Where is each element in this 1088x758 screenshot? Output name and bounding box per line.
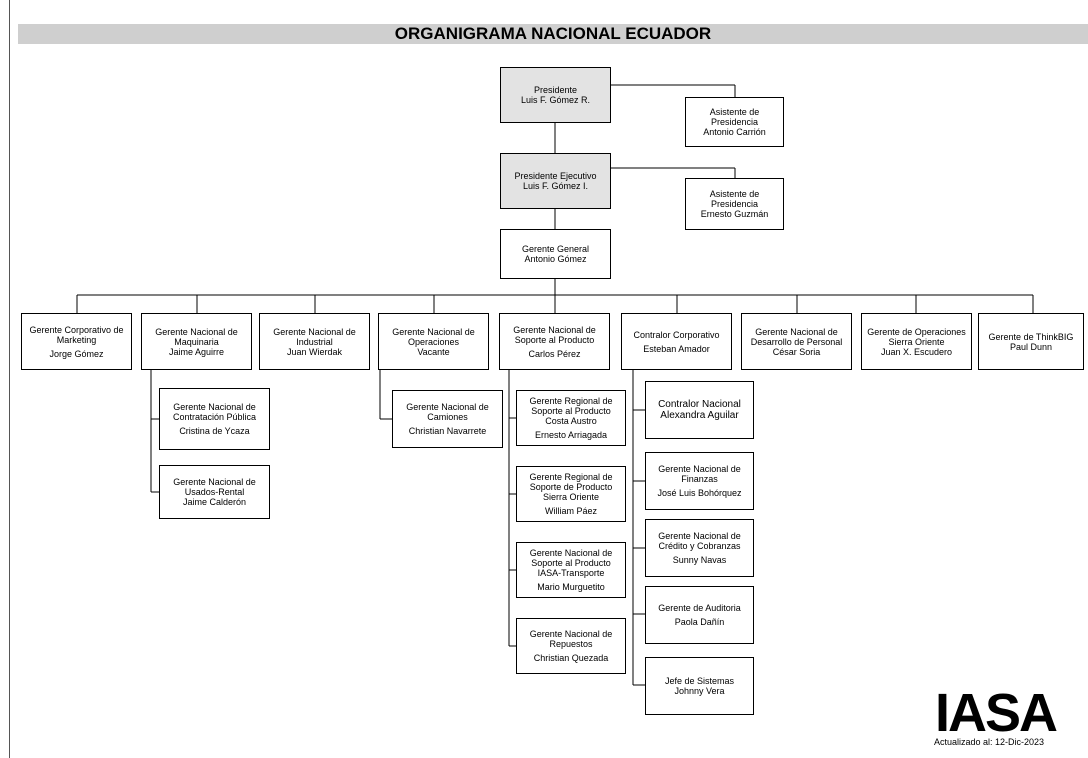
- person-name: Ernesto Guzmán: [700, 209, 769, 219]
- role-label: Asistente de Presidencia: [709, 189, 760, 209]
- person-name: Christian Quezada: [533, 653, 609, 663]
- role-label: Gerente Nacional de Camiones: [406, 402, 489, 422]
- role-label: Contralor Corporativo: [633, 329, 720, 340]
- role-label: Gerente Nacional de Operaciones: [392, 326, 475, 347]
- role-label: Gerente Nacional de Industrial: [273, 326, 356, 347]
- org-box-manager: Gerente Nacional de Soporte al Producto …: [499, 313, 610, 370]
- person-name: Juan X. Escudero: [880, 346, 953, 357]
- chart-title: ORGANIGRAMA NACIONAL ECUADOR: [18, 24, 1088, 44]
- updated-date: Actualizado al: 12-Dic-2023: [934, 737, 1045, 747]
- person-name: Paul Dunn: [1009, 341, 1053, 352]
- role-label: Contralor Nacional: [658, 399, 741, 410]
- role-label: Gerente de ThinkBIG: [988, 331, 1074, 342]
- person-name: Antonio Gómez: [524, 254, 587, 264]
- org-box-manager: Gerente Nacional de Desarrollo de Person…: [741, 313, 852, 370]
- role-label: Gerente Nacional de Soporte al Producto: [513, 324, 596, 345]
- person-name: Alexandra Aguilar: [660, 410, 739, 421]
- person-name: Cristina de Ycaza: [179, 426, 250, 436]
- role-label: Gerente Regional de Soporte al Producto …: [529, 396, 613, 426]
- person-name: Carlos Pérez: [528, 348, 581, 359]
- org-box-manager: Contralor Corporativo Esteban Amador: [621, 313, 732, 370]
- person-name: Ernesto Arriagada: [534, 430, 608, 440]
- person-name: Luis F. Gómez I.: [522, 181, 589, 191]
- org-box-subordinate: Jefe de Sistemas Johnny Vera: [645, 657, 754, 715]
- org-box-subordinate: Gerente Nacional de Finanzas José Luis B…: [645, 452, 754, 510]
- person-name: Esteban Amador: [643, 343, 710, 354]
- person-name: Juan Wierdak: [286, 346, 343, 357]
- person-name: Vacante: [417, 346, 450, 357]
- org-box-subordinate: Gerente Nacional de Contratación Pública…: [159, 388, 270, 450]
- org-box-subordinate: Contralor Nacional Alexandra Aguilar: [645, 381, 754, 439]
- role-label: Gerente Nacional de Repuestos: [529, 629, 613, 649]
- role-label: Presidente: [533, 85, 578, 95]
- iasa-logo: IASA: [935, 686, 1065, 740]
- org-box-manager: Gerente Nacional de Industrial Juan Wier…: [259, 313, 370, 370]
- person-name: Sunny Navas: [672, 555, 727, 565]
- role-label: Asistente de Presidencia: [709, 107, 760, 127]
- person-name: Luis F. Gómez R.: [520, 95, 591, 105]
- org-box-general-manager: Gerente General Antonio Gómez: [500, 229, 611, 279]
- org-box-subordinate: Gerente Nacional de Crédito y Cobranzas …: [645, 519, 754, 577]
- role-label: Gerente Regional de Soporte de Producto …: [529, 472, 613, 502]
- role-label: Gerente Nacional de Crédito y Cobranzas: [658, 531, 741, 551]
- logo-text: IASA: [935, 683, 1058, 743]
- org-box-subordinate: Gerente Nacional de Usados-Rental Jaime …: [159, 465, 270, 519]
- role-label: Gerente Nacional de Finanzas: [658, 464, 741, 484]
- org-box-manager: Gerente Nacional de Maquinaria Jaime Agu…: [141, 313, 252, 370]
- role-label: Gerente General: [521, 244, 590, 254]
- person-name: Christian Navarrete: [408, 426, 487, 436]
- person-name: José Luis Bohórquez: [657, 488, 742, 498]
- role-label: Gerente de Operaciones Sierra Oriente: [867, 326, 966, 347]
- org-box-executive-president: Presidente Ejecutivo Luis F. Gómez I.: [500, 153, 611, 209]
- role-label: Gerente Nacional de Maquinaria: [155, 326, 238, 347]
- role-label: Gerente Nacional de Soporte al Producto …: [529, 548, 613, 578]
- role-label: Gerente Nacional de Desarrollo de Person…: [750, 326, 843, 347]
- person-name: Johnny Vera: [674, 686, 725, 696]
- role-label: Jefe de Sistemas: [664, 676, 735, 686]
- person-name: William Páez: [544, 506, 597, 516]
- person-name: Mario Murguetito: [537, 582, 605, 592]
- person-name: Jaime Aguirre: [168, 346, 225, 357]
- org-box-subordinate: Gerente Regional de Soporte al Producto …: [516, 390, 626, 446]
- org-box-president: Presidente Luis F. Gómez R.: [500, 67, 611, 123]
- person-name: César Soria: [772, 346, 821, 357]
- person-name: Antonio Carrión: [703, 127, 766, 137]
- person-name: Jaime Calderón: [182, 497, 247, 507]
- org-box-assistant-2: Asistente de Presidencia Ernesto Guzmán: [685, 178, 784, 230]
- org-box-subordinate: Gerente Nacional de Repuestos Christian …: [516, 618, 626, 674]
- person-name: Jorge Gómez: [49, 348, 104, 359]
- org-box-subordinate: Gerente de Auditoria Paola Dañín: [645, 586, 754, 644]
- org-box-subordinate: Gerente Nacional de Soporte al Producto …: [516, 542, 626, 598]
- role-label: Gerente Nacional de Usados-Rental: [173, 477, 256, 497]
- role-label: Presidente Ejecutivo: [514, 171, 597, 181]
- org-box-manager: Gerente Corporativo de Marketing Jorge G…: [21, 313, 132, 370]
- org-box-manager: Gerente Nacional de Operaciones Vacante: [378, 313, 489, 370]
- page-border: [9, 0, 10, 758]
- role-label: Gerente de Auditoria: [658, 603, 741, 613]
- role-label: Gerente Corporativo de Marketing: [29, 324, 124, 345]
- org-box-subordinate: Gerente Nacional de Camiones Christian N…: [392, 390, 503, 448]
- org-box-manager: Gerente de ThinkBIG Paul Dunn: [978, 313, 1084, 370]
- person-name: Paola Dañín: [674, 617, 725, 627]
- org-box-manager: Gerente de Operaciones Sierra Oriente Ju…: [861, 313, 972, 370]
- role-label: Gerente Nacional de Contratación Pública: [172, 402, 257, 422]
- org-box-assistant-1: Asistente de Presidencia Antonio Carrión: [685, 97, 784, 147]
- org-box-subordinate: Gerente Regional de Soporte de Producto …: [516, 466, 626, 522]
